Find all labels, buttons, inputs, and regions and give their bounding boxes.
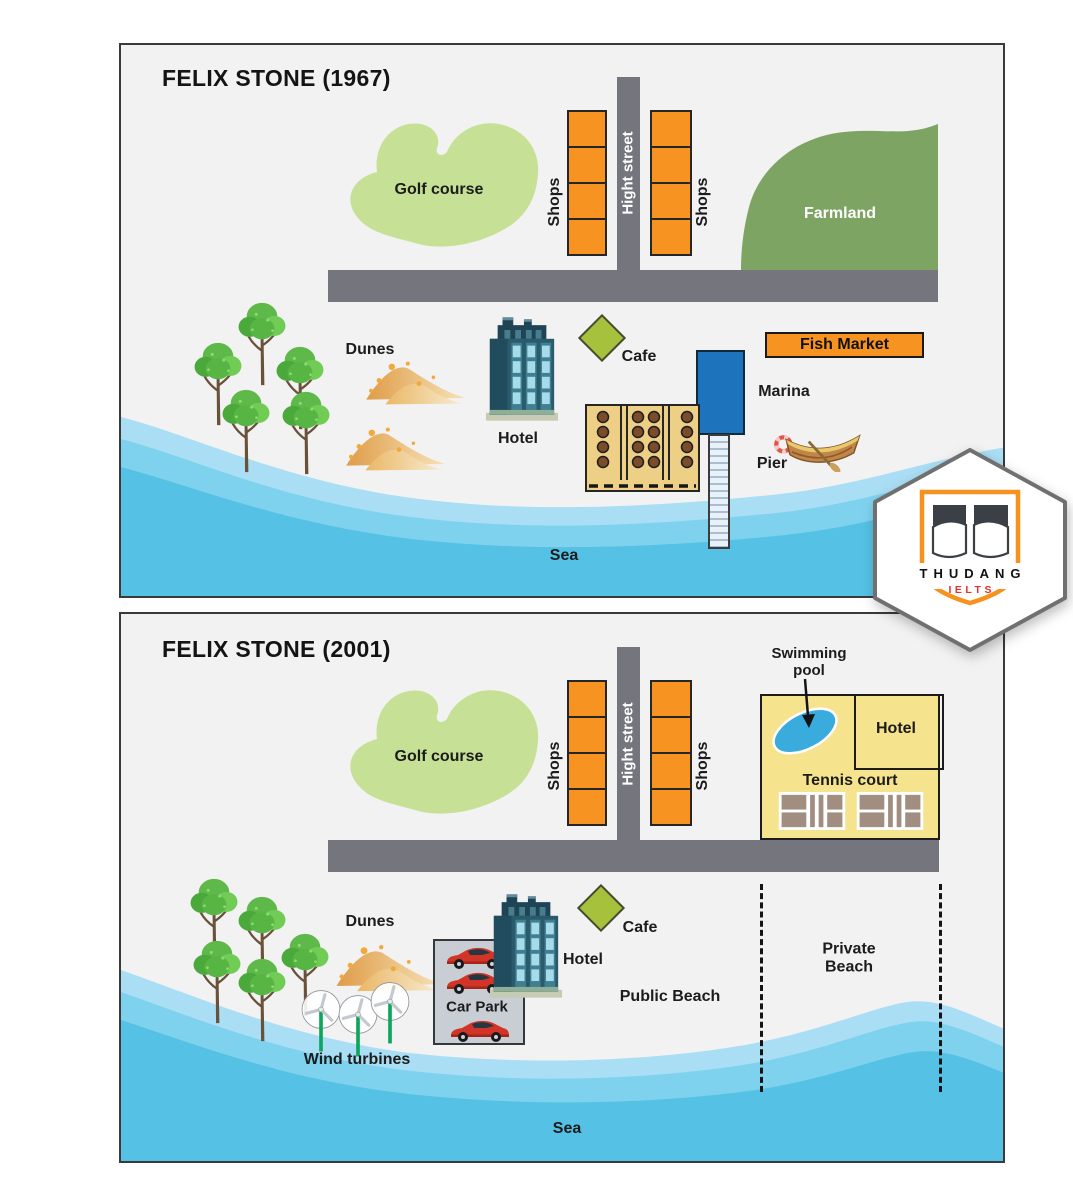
beach-divider-line — [939, 884, 942, 1092]
thudang-ielts-logo: THUDANG IELTS — [872, 447, 1068, 653]
fish-market: Fish Market — [765, 332, 924, 358]
shop-unit — [569, 718, 605, 754]
tennis-court-label: Tennis court — [802, 771, 898, 789]
map-2001: FELIX STONE (2001) Golf course Shops Hig… — [119, 612, 1005, 1163]
main-road — [328, 840, 939, 872]
golf-course-label: Golf course — [394, 180, 484, 198]
shops-left — [567, 110, 607, 256]
logo-sub-text: IELTS — [948, 584, 995, 596]
wind-turbines-label: Wind turbines — [303, 1050, 411, 1068]
dunes-label: Dunes — [345, 912, 395, 930]
tennis-court-icon — [778, 792, 846, 830]
high-street-road — [617, 77, 640, 270]
tennis-court-icon — [856, 792, 924, 830]
map-title-1967: FELIX STONE (1967) — [162, 65, 391, 91]
shop-unit — [652, 112, 690, 148]
hotel-label: Hotel — [498, 429, 538, 447]
shop-unit — [652, 718, 690, 754]
hotel-label: Hotel — [563, 950, 603, 968]
shops-right-label: Shops — [693, 741, 711, 791]
high-street-road — [617, 647, 640, 840]
private-beach-label: Private Beach — [822, 940, 876, 976]
map-title-2001: FELIX STONE (2001) — [162, 636, 391, 662]
shop-unit — [652, 184, 690, 220]
golf-course-area — [350, 123, 539, 247]
pier-structure — [708, 434, 730, 549]
sea-band-dark — [121, 467, 1003, 596]
marina-building — [696, 350, 745, 435]
golf-course-area — [350, 690, 539, 814]
shops-right-label: Shops — [693, 177, 711, 227]
shop-unit — [569, 148, 605, 184]
shops-left-label: Shops — [545, 177, 563, 227]
logo-badge-icon — [873, 448, 1067, 652]
sea-band-dark — [121, 1020, 1003, 1161]
dunes-icon — [343, 419, 447, 477]
shop-unit — [652, 754, 690, 790]
shop-unit — [569, 220, 605, 254]
car-park-label: Car Park — [446, 998, 508, 1016]
moorings — [585, 404, 700, 492]
shops-left — [567, 680, 607, 826]
map-1967-terrain — [121, 123, 1003, 596]
shop-unit — [569, 790, 605, 824]
shops-right — [650, 110, 692, 256]
hotel-building-icon — [484, 315, 560, 423]
dunes-icon — [363, 353, 467, 411]
shop-unit — [652, 220, 690, 254]
swimming-pool-arrow — [802, 678, 815, 728]
shop-unit — [569, 754, 605, 790]
marina-label: Marina — [758, 382, 810, 400]
car-icon — [448, 1019, 512, 1043]
swimming-pool — [772, 707, 838, 755]
map-1967: Fish Market FELIX STONE (1967) Golf cour… — [119, 43, 1005, 598]
sea-label: Sea — [552, 1119, 582, 1137]
swimming-pool-label: Swimming pool — [771, 644, 847, 679]
hotel-building-icon — [488, 892, 564, 1000]
shop-unit — [652, 682, 690, 718]
cafe-label: Cafe — [622, 918, 658, 936]
high-street-label: Hight street — [619, 131, 637, 215]
public-beach-label: Public Beach — [619, 987, 721, 1005]
golf-course-label: Golf course — [394, 747, 484, 765]
shop-unit — [652, 790, 690, 824]
resort-hotel-box — [854, 694, 944, 770]
shops-right — [650, 680, 692, 826]
wind-turbine-icon — [300, 988, 342, 1054]
shop-unit — [569, 682, 605, 718]
tree-icon — [277, 390, 335, 478]
high-street-label: Hight street — [619, 702, 637, 786]
sea-label: Sea — [549, 546, 579, 564]
main-road — [328, 270, 938, 302]
map-2001-terrain — [121, 690, 1003, 1161]
resort-hotel-label: Hotel — [876, 719, 916, 737]
tree-icon — [217, 388, 275, 476]
beach-divider-line — [760, 884, 763, 1092]
dunes-label: Dunes — [345, 340, 395, 358]
farmland-area — [741, 124, 938, 270]
shops-left-label: Shops — [545, 741, 563, 791]
farmland-label: Farmland — [803, 204, 877, 222]
wind-turbine-icon — [369, 980, 411, 1046]
pier-label: Pier — [756, 454, 788, 472]
logo-brand-text: THUDANG — [919, 566, 1027, 581]
shop-unit — [652, 148, 690, 184]
book-icon — [931, 505, 1010, 559]
shop-unit — [569, 184, 605, 220]
shop-unit — [569, 112, 605, 148]
cafe-label: Cafe — [621, 347, 657, 365]
